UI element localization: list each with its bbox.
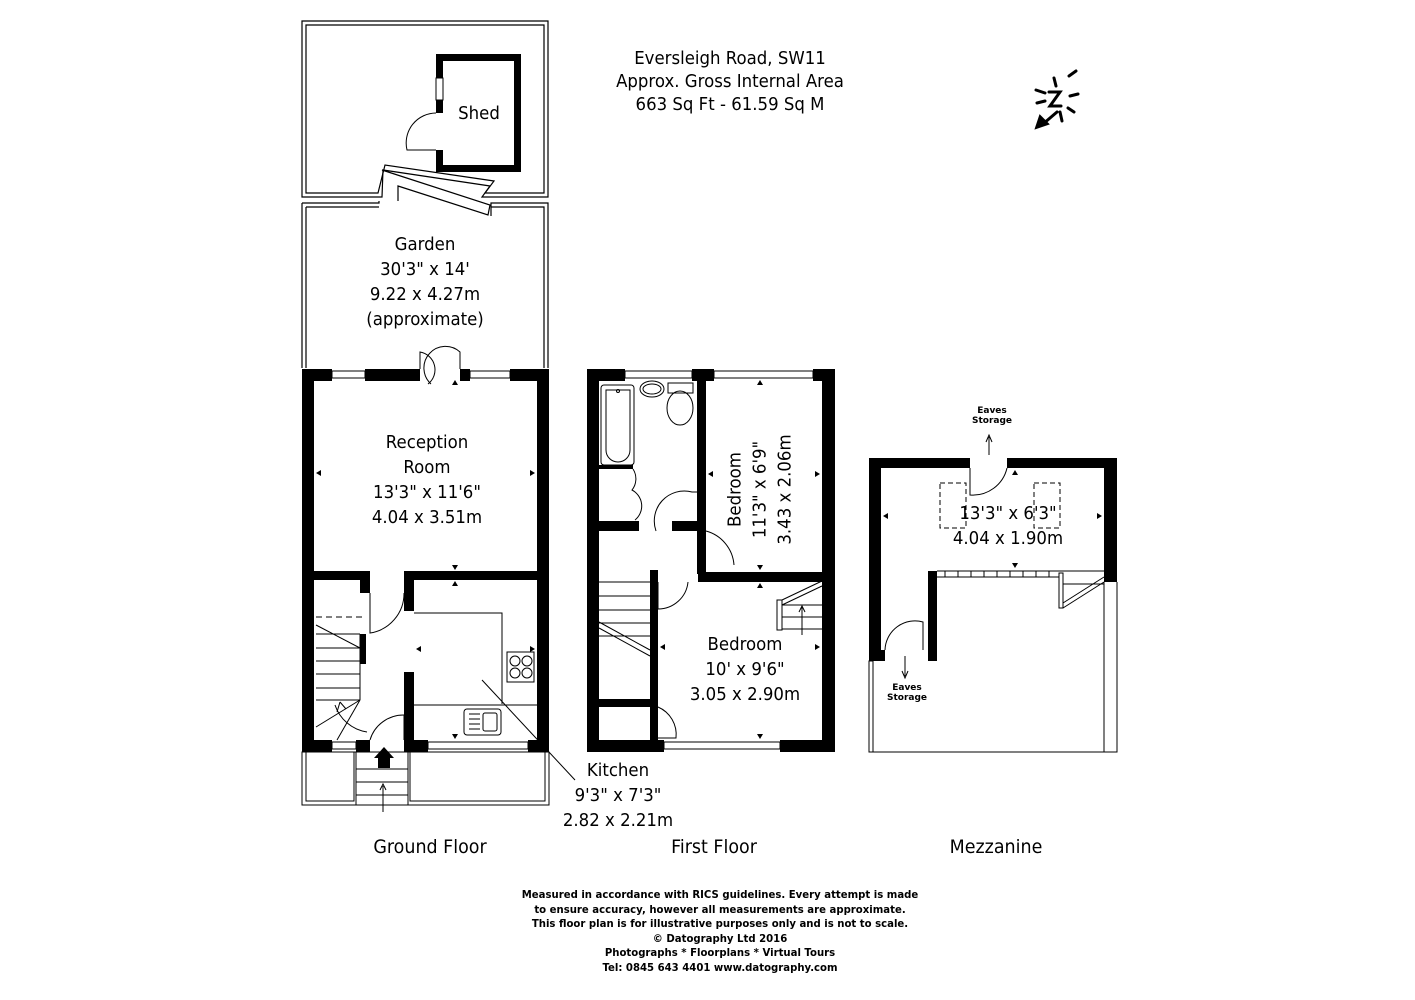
eaves-bottom-line2: Storage [886, 693, 928, 703]
area-label: Approx. Gross Internal Area [616, 71, 844, 92]
mezzanine-imperial: 13'3" x 6'3" [959, 503, 1057, 524]
mezzanine-metric: 4.04 x 1.90m [952, 528, 1064, 549]
north-arrow-icon [1034, 69, 1080, 130]
footer-services: Photographs * Floorplans * Virtual Tours [604, 946, 836, 959]
footer-copyright: © Datography Ltd 2016 [652, 931, 788, 945]
first-floor-walls [587, 369, 835, 752]
reception-metric: 4.04 x 3.51m [371, 507, 483, 528]
kitchen-name: Kitchen [586, 760, 650, 781]
mezzanine-caption: Mezzanine [949, 836, 1043, 858]
footer-contact: Tel: 0845 643 4401 www.datography.com [602, 960, 838, 974]
garden-label: Garden 30'3" x 14' 9.22 x 4.27m (approxi… [325, 232, 525, 332]
eaves-top-line2: Storage [971, 416, 1013, 426]
first-floor-caption: First Floor [671, 836, 757, 858]
bedroom-small-label: Bedroom 11'3" x 6'9" 3.43 x 2.06m [723, 400, 798, 580]
reception-name-1: Reception [385, 432, 469, 453]
kitchen-label: Kitchen 9'3" x 7'3" 2.82 x 2.21m [518, 758, 718, 833]
garden-imperial: 30'3" x 14' [380, 259, 470, 280]
bedroom-main-imperial: 10' x 9'6" [705, 659, 785, 680]
footer-line: Measured in accordance with RICS guideli… [521, 888, 919, 901]
ground-floor-walls [302, 369, 549, 752]
eaves-storage-bottom-label: Eaves Storage [877, 683, 937, 703]
eaves-top-line1: Eaves [977, 406, 1007, 416]
bedroom-small-imperial: 11'3" x 6'9" [749, 440, 771, 539]
bedroom-small-name: Bedroom [724, 452, 746, 527]
garden-outline [301, 201, 549, 368]
disclaimer-footer: Measured in accordance with RICS guideli… [500, 888, 940, 975]
bedroom-main-name: Bedroom [707, 634, 783, 655]
entrance-arrow-icon [374, 747, 394, 768]
reception-room-label: Reception Room 13'3" x 11'6" 4.04 x 3.51… [327, 430, 527, 530]
bedroom-small-metric: 3.43 x 2.06m [774, 434, 796, 545]
dimension-markers-first [660, 380, 820, 739]
shed-label: Shed [458, 103, 500, 124]
kitchen-metric: 2.82 x 2.21m [562, 810, 674, 831]
mezzanine-walls [869, 458, 1117, 661]
reception-name-2: Room [403, 457, 451, 478]
dimension-markers [316, 380, 535, 739]
area-value: 663 Sq Ft - 61.59 Sq M [635, 94, 825, 115]
bedroom-main-label: Bedroom 10' x 9'6" 3.05 x 2.90m [655, 632, 835, 707]
footer-line: to ensure accuracy, however all measurem… [534, 902, 906, 916]
shed [405, 54, 521, 172]
garden-metric: 9.22 x 4.27m [369, 284, 481, 305]
reception-imperial: 13'3" x 11'6" [373, 482, 481, 503]
bedroom-main-metric: 3.05 x 2.90m [689, 684, 801, 705]
property-header: Eversleigh Road, SW11 Approx. Gross Inte… [560, 47, 900, 116]
footer-line: This floor plan is for illustrative purp… [531, 917, 909, 930]
kitchen-imperial: 9'3" x 7'3" [574, 785, 662, 806]
ground-floor-caption: Ground Floor [373, 836, 487, 858]
garden-name: Garden [394, 234, 456, 255]
mezzanine-room-label: 13'3" x 6'3" 4.04 x 1.90m [918, 501, 1098, 551]
garden-rear-outline [301, 20, 549, 198]
eaves-storage-top-label: Eaves Storage [962, 406, 1022, 426]
garden-note: (approximate) [366, 309, 484, 330]
eaves-bottom-line1: Eaves [892, 683, 922, 693]
address: Eversleigh Road, SW11 [634, 48, 826, 69]
